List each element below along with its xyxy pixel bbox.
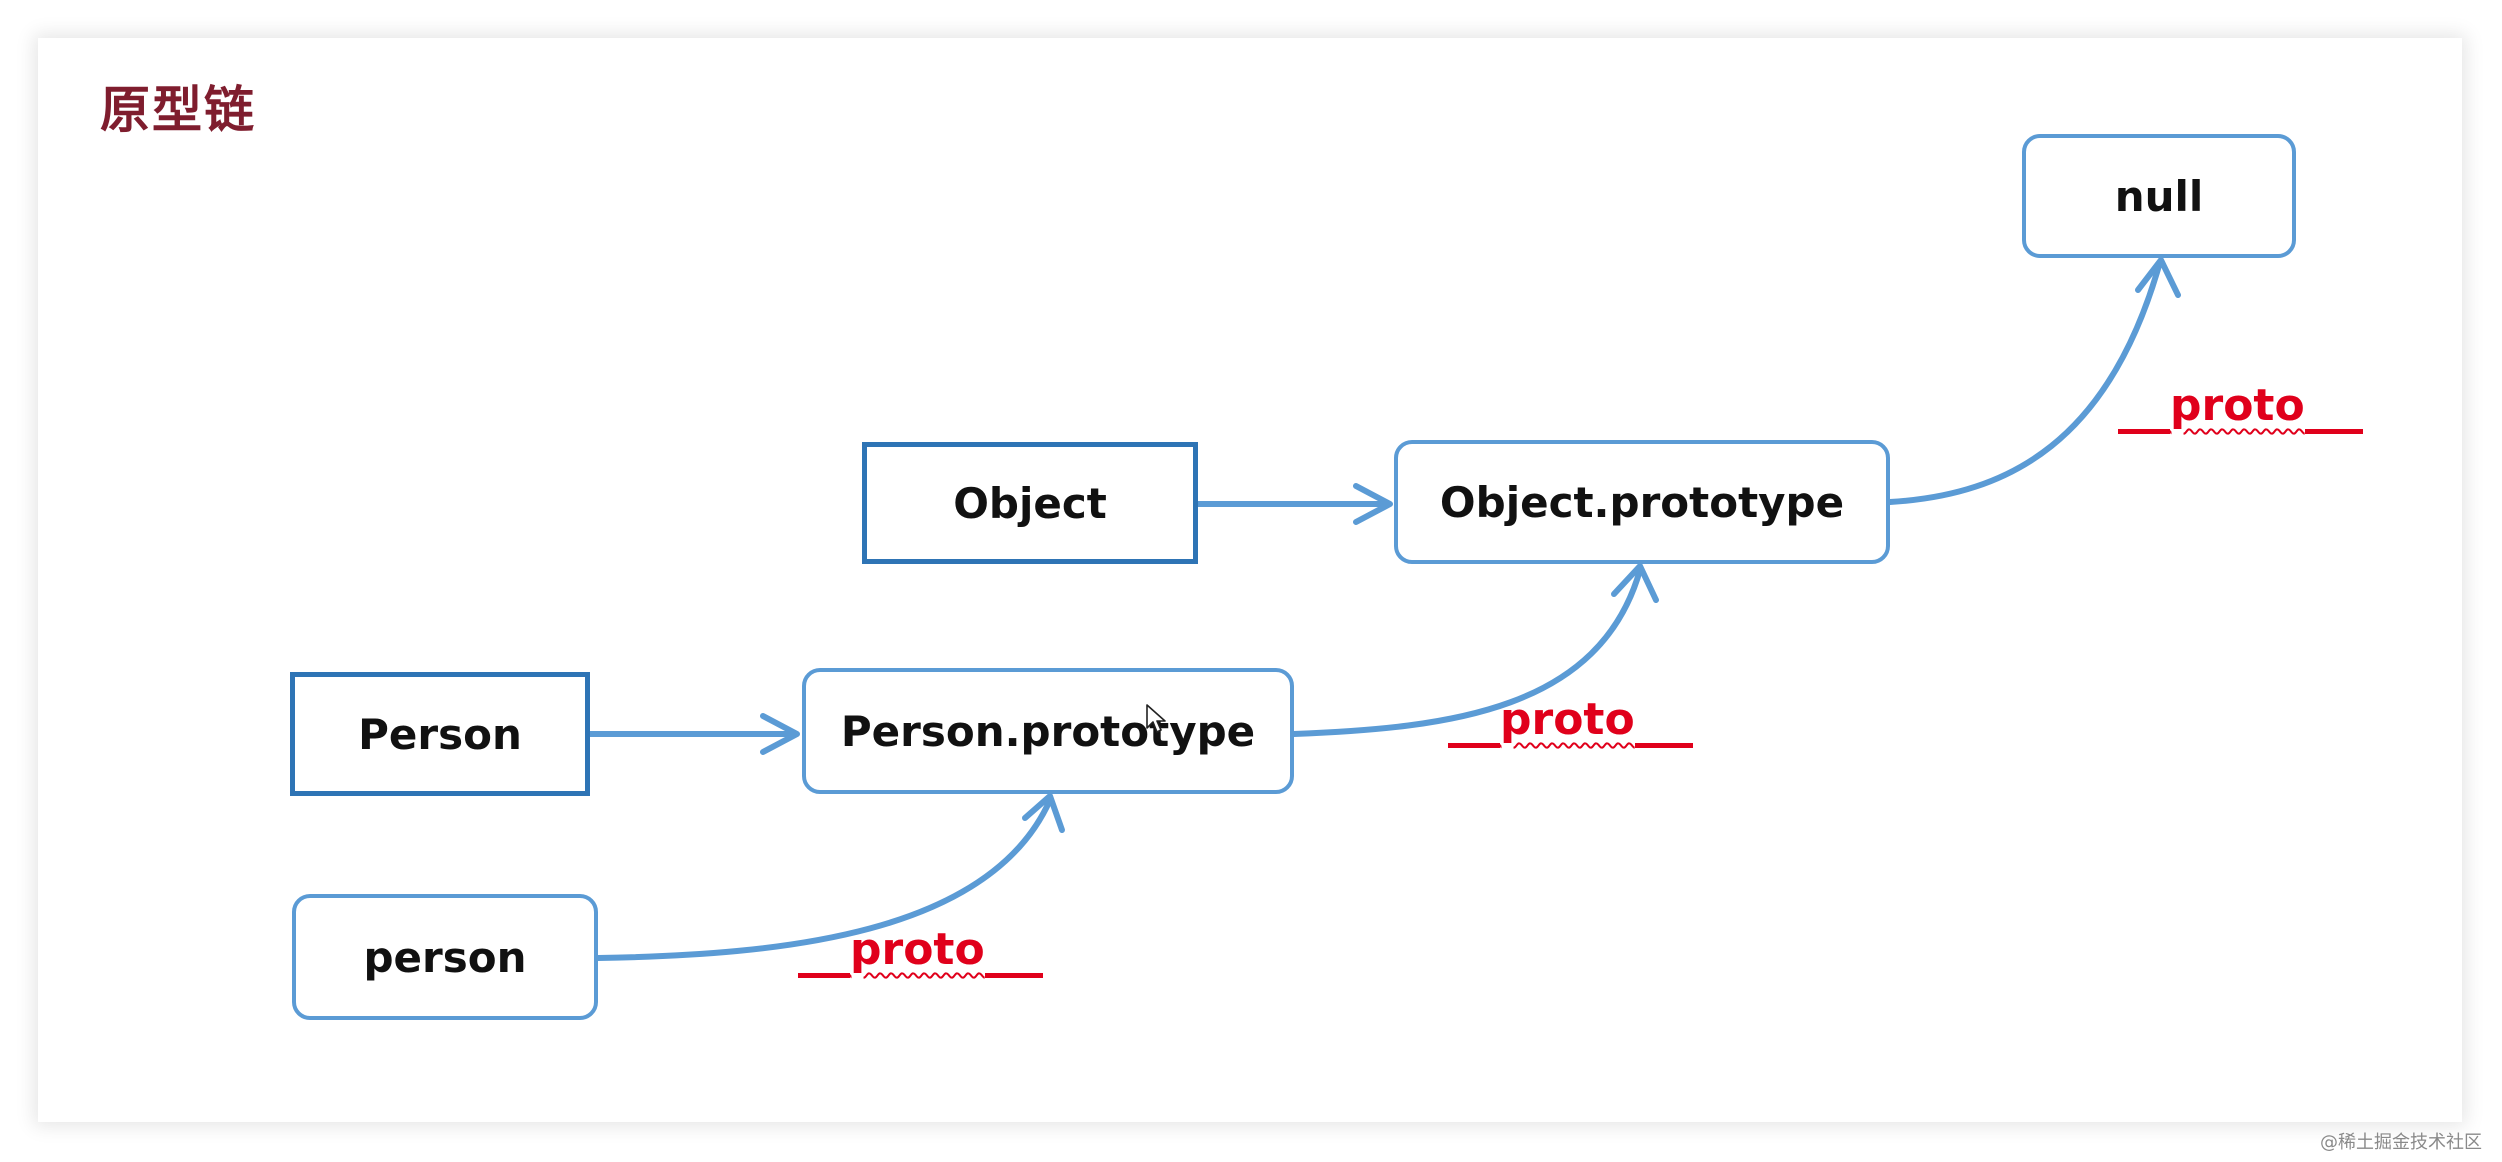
proto-text: proto [2170,380,2305,431]
node-person-prototype: Person.prototype [802,668,1294,794]
arrow-person-instance-proto [595,797,1053,961]
proto-underscore-left [798,973,850,978]
node-object: Object [862,442,1198,564]
node-person-constructor: Person [290,672,590,796]
arrow-object-prototype-proto [1887,259,2163,505]
proto-underscore-right [984,973,1043,978]
proto-text: proto [850,924,985,975]
arrowhead-object-prototype-proto [2135,257,2181,298]
arrowhead-person-prototype-proto [1611,563,1659,603]
node-null: null [2022,134,2296,258]
watermark: @稀土掘金技术社区 [2320,1132,2482,1153]
proto-label-person-prototype: proto [1448,698,1693,748]
proto-underscore-left [2118,429,2170,434]
mouse-pointer-icon [1146,704,1166,733]
node-person-instance: person [292,894,598,1020]
arrowhead-person-instance-proto [1022,793,1065,833]
proto-underscore-right [2304,429,2363,434]
proto-underscore-right [1634,743,1693,748]
proto-label-person-instance: proto [798,928,1043,978]
proto-label-object-prototype: proto [2118,384,2363,434]
proto-underscore-left [1448,743,1500,748]
proto-text: proto [1500,694,1635,745]
arrowhead-person-to-person-prototype [760,713,800,755]
arrow-person-prototype-proto [1291,567,1643,737]
node-object-prototype: Object.prototype [1394,440,1890,564]
arrowhead-object-to-object-prototype [1353,483,1393,525]
page-title: 原型链 [100,81,256,139]
